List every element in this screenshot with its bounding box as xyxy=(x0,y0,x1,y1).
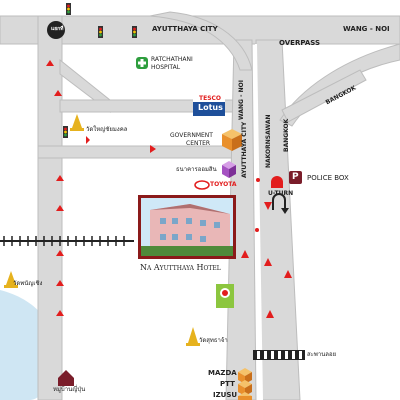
building-icon xyxy=(238,368,252,384)
building-icon xyxy=(222,161,236,178)
traffic-light-icon xyxy=(98,26,103,38)
route-arrow xyxy=(284,270,292,278)
highway-median xyxy=(255,43,263,400)
label-hotel-name: Na Ayutthaya Hotel xyxy=(140,263,221,272)
route-arrow xyxy=(56,310,64,316)
temple-icon xyxy=(186,327,200,346)
traffic-light-icon xyxy=(66,3,71,15)
route-arrow xyxy=(56,250,64,256)
label-toyota: TOYOTA xyxy=(210,181,237,188)
label-bangkok-vertical: BANGKOK xyxy=(283,118,290,152)
temple-icon xyxy=(4,271,18,288)
toyota-logo-icon xyxy=(194,180,210,190)
label-pedestrian-bridge: สะพานลอย xyxy=(307,351,337,358)
junction-badge xyxy=(47,21,65,39)
label-ayutthaya-city-vertical: AYUTTHAYA CITY xyxy=(241,121,248,178)
u-turn-arrow-icon xyxy=(272,193,286,210)
route-arrow xyxy=(264,258,272,266)
hospital-cross-icon xyxy=(136,57,148,69)
label-hospital-line1: RATCHATHANI xyxy=(151,56,193,63)
label-u-turn: U-TURN xyxy=(268,190,294,197)
route-arrow xyxy=(241,250,249,258)
village-marker-icon xyxy=(58,370,74,386)
road-top-horizontal xyxy=(0,15,400,45)
junction-label: แยกที่ xyxy=(51,26,64,32)
overpass-curve-right xyxy=(279,43,400,127)
overpass-curve-left xyxy=(149,11,253,71)
route-arrow xyxy=(150,145,156,153)
temple-icon xyxy=(70,114,84,131)
label-temple-2: วัดสุทธาจ้า xyxy=(199,337,228,344)
label-ayutthaya-city: AYUTTHAYA CITY xyxy=(152,25,218,33)
label-izusu: IZUSU xyxy=(213,391,238,399)
label-wang-noi-vertical: WANG - NOI xyxy=(238,80,245,120)
building-icon xyxy=(222,129,242,151)
label-wang-noi: WANG - NOI xyxy=(343,25,390,33)
route-arrow xyxy=(54,90,62,96)
label-ptt: PTT xyxy=(220,380,235,388)
route-arrow xyxy=(46,60,54,66)
label-hospital-line2: HOSPITAL xyxy=(151,64,181,71)
route-arrow xyxy=(56,205,64,211)
route-dot xyxy=(256,178,260,182)
label-lotus: Lotus xyxy=(198,103,223,112)
police-p-icon xyxy=(289,171,302,184)
label-government-line1: GOVERNMENT xyxy=(170,132,213,139)
traffic-light-icon xyxy=(63,126,68,138)
road-mid-horizontal xyxy=(37,145,239,159)
label-government-line2: CENTER xyxy=(186,140,211,147)
label-bank: ธนาคารออมสิน xyxy=(176,166,217,173)
route-arrow xyxy=(56,175,64,181)
u-turn-marker-icon xyxy=(271,176,283,188)
label-temple-1: วัดใหญ่ชัยมงคล xyxy=(86,126,128,133)
road-highway-right xyxy=(255,39,301,400)
label-overpass: OVERPASS xyxy=(279,39,321,47)
route-dot xyxy=(255,228,259,232)
label-mazda: MAZDA xyxy=(208,369,237,377)
pedestrian-bridge-icon xyxy=(253,350,305,360)
route-arrow xyxy=(56,280,64,286)
label-temple-phanan: วัดพนัญเชิง xyxy=(13,280,43,287)
building-icon xyxy=(238,392,252,400)
route-arrow xyxy=(264,202,272,210)
police-p-letter: P xyxy=(292,172,299,182)
road-bangkok-diagonal xyxy=(281,69,367,123)
traffic-light-icon xyxy=(132,26,137,38)
railway-icon xyxy=(0,236,134,246)
route-arrow xyxy=(266,310,274,318)
label-tesco: TESCO xyxy=(199,95,222,102)
label-nakornsawan: NAKORNSAWAN xyxy=(265,114,272,169)
label-japanese-village: หมู่บ้านญี่ปุ่น xyxy=(53,386,86,393)
route-arrow xyxy=(86,136,90,144)
label-police-box: POLICE BOX xyxy=(307,174,349,182)
